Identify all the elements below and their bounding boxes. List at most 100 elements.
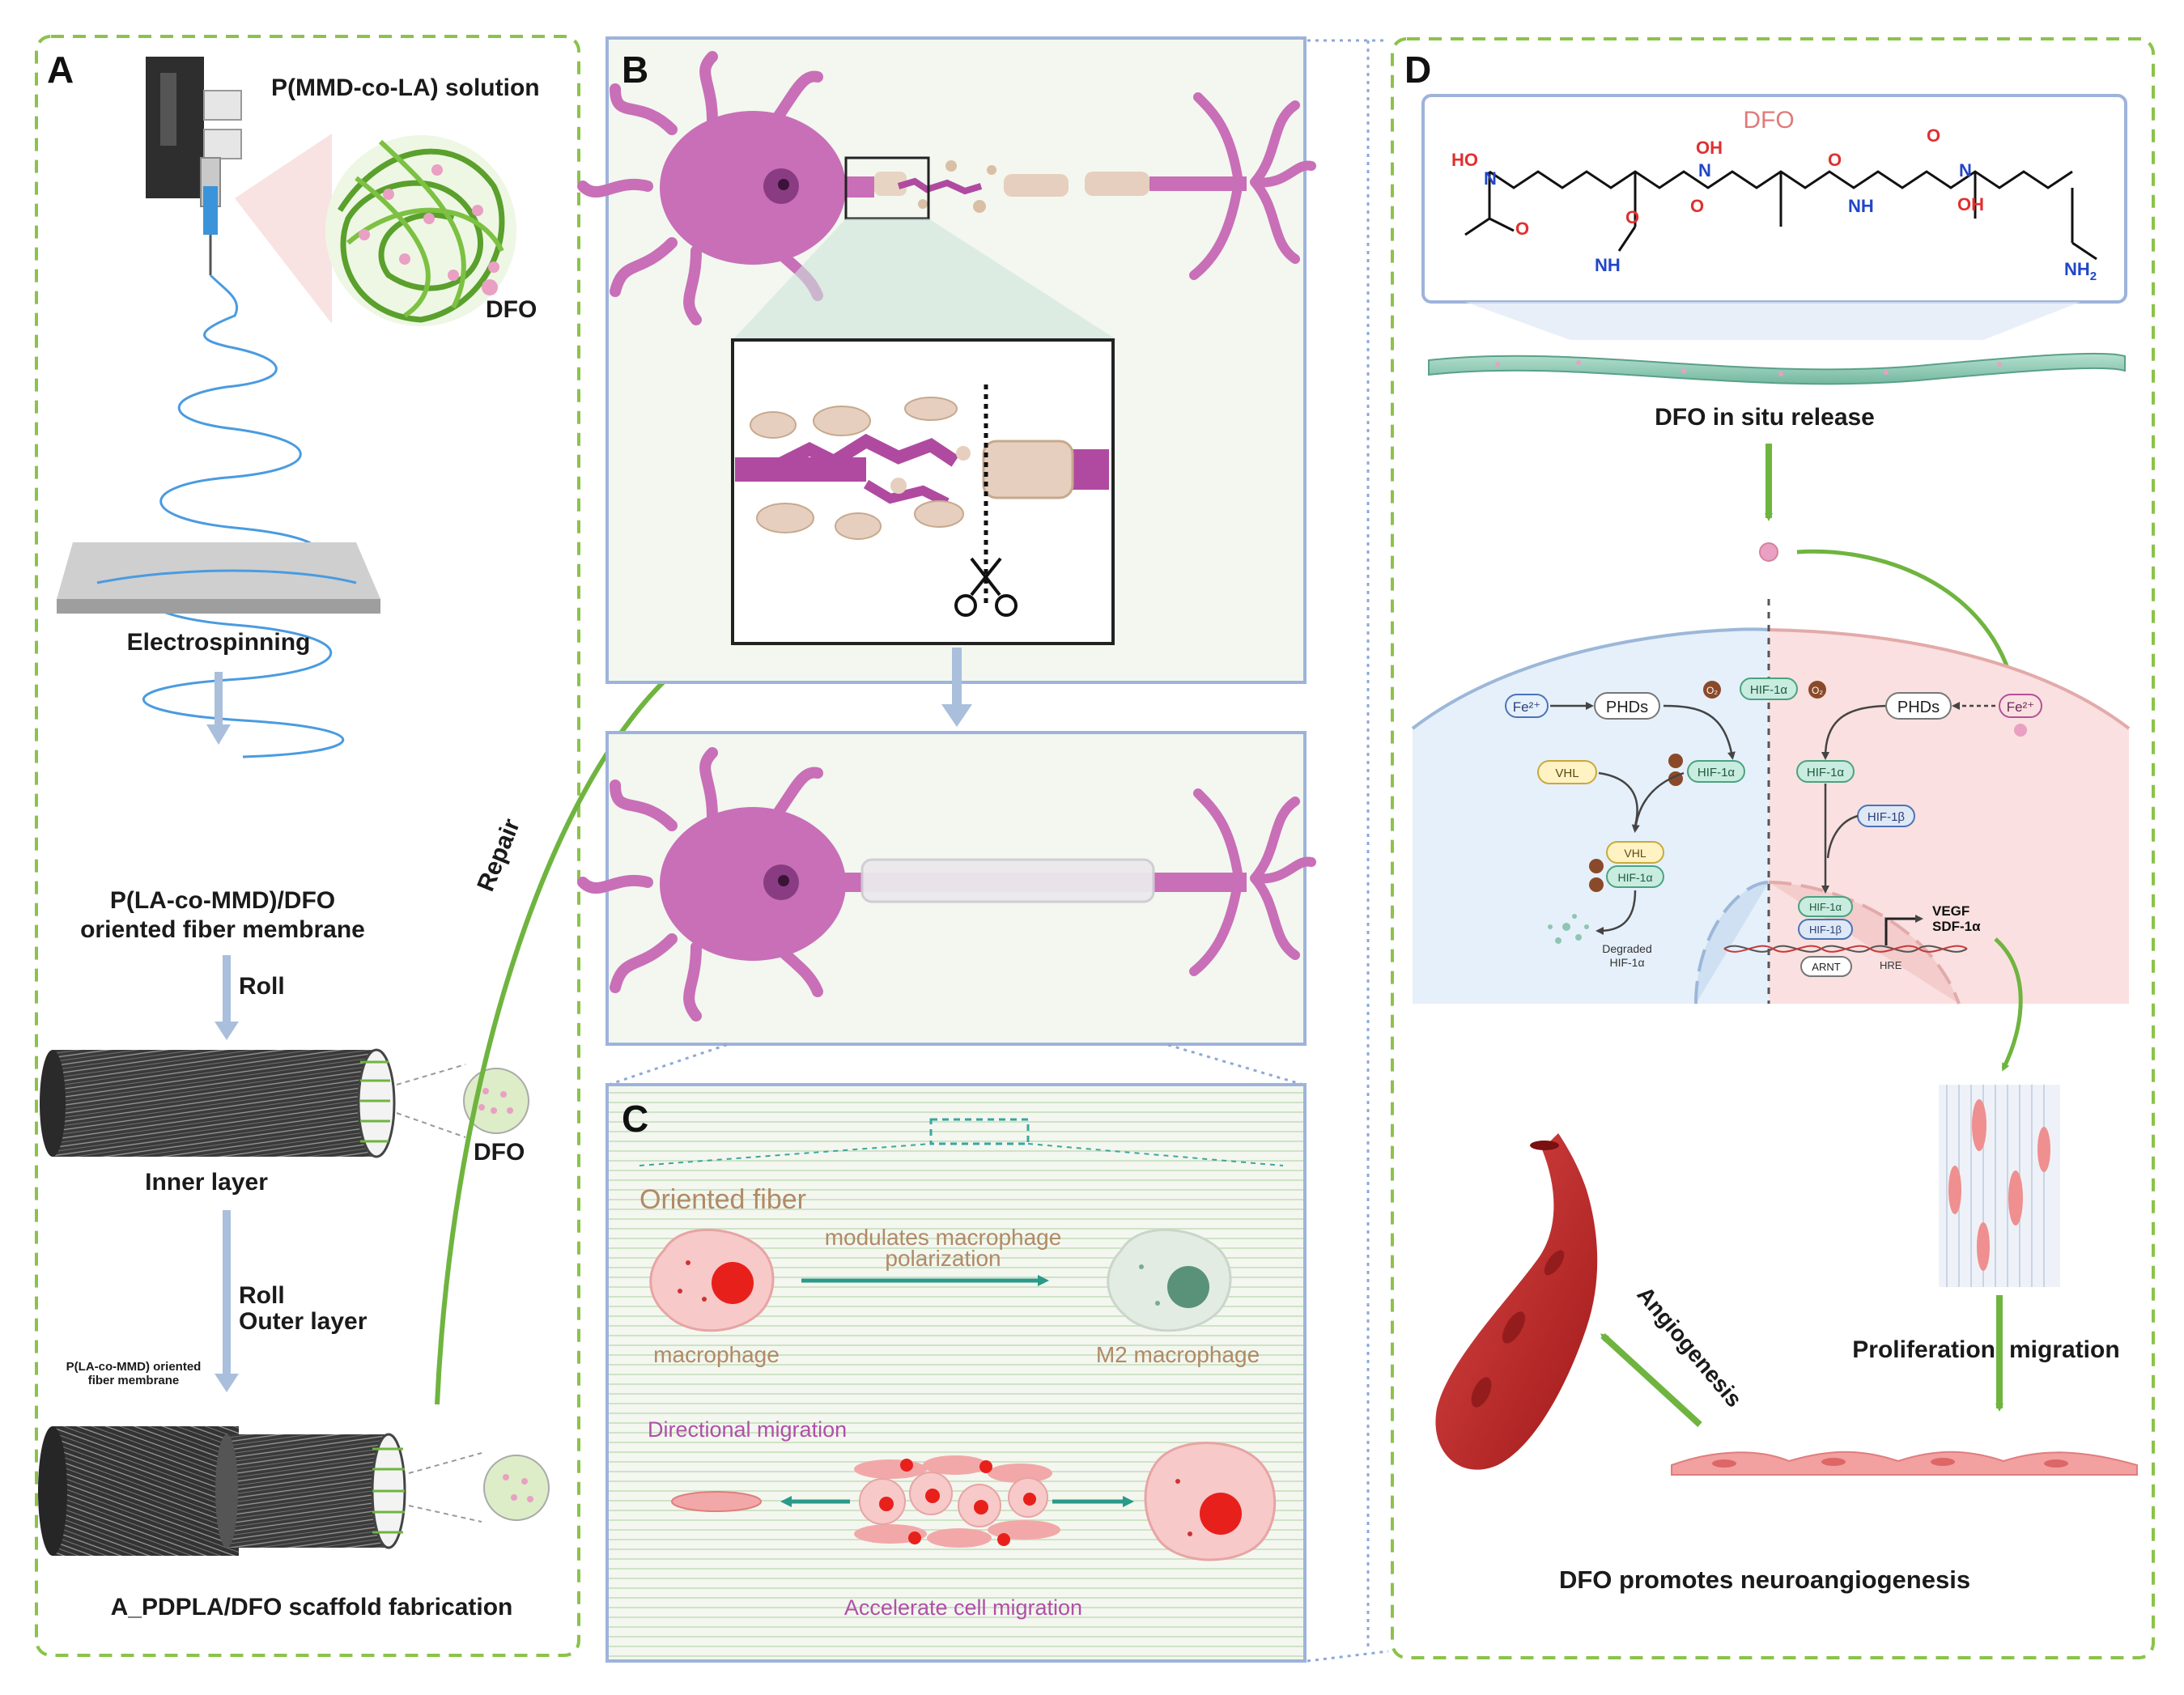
vhl-left: VHL — [1555, 767, 1579, 780]
m2-macrophage-label: M2 macrophage — [1096, 1342, 1260, 1367]
vhl-complex: VHL — [1624, 847, 1646, 860]
scaffold-detail-icon — [483, 1455, 550, 1521]
outer-membrane-label-2: fiber membrane — [88, 1374, 180, 1387]
structure-projection — [1465, 302, 2080, 340]
vhl-box — [1537, 760, 1597, 784]
dfo-fiber-icon — [1428, 352, 2126, 385]
macrophage-label: macrophage — [653, 1342, 780, 1367]
chem-nh-2: NH — [1848, 196, 1874, 216]
blood-vessel-icon — [1435, 1133, 1598, 1470]
hif1b-nuclear-box — [1798, 919, 1853, 940]
dfo-particle-icon — [482, 279, 498, 295]
scaffold-icon — [38, 1426, 406, 1556]
o2-left-icon — [1703, 681, 1721, 699]
modulates-label-1: modulates macrophage — [825, 1225, 1062, 1250]
chem-n-3: N — [1959, 160, 1972, 181]
oriented-cells-icon — [1939, 1085, 2060, 1287]
macrophage-icon — [649, 1228, 775, 1332]
hif1a-complex-box — [1606, 865, 1664, 888]
fe-right-box — [1999, 694, 2042, 718]
chem-o-5: O — [1927, 125, 1940, 146]
membrane-label-2: oriented fiber membrane — [80, 916, 365, 943]
dfo-structure-title: DFO — [1743, 107, 1794, 134]
oriented-fiber-label: Oriented fiber — [639, 1184, 806, 1215]
injured-neuron-icon — [577, 51, 1316, 325]
dfo-label-top: DFO — [486, 296, 537, 323]
vhl-complex-box — [1606, 841, 1664, 864]
chem-o-4: O — [1828, 150, 1842, 170]
scissors-icon — [954, 557, 1018, 617]
hre-label: HRE — [1880, 959, 1902, 971]
o2-right-icon — [1808, 681, 1826, 699]
oh-tag-1 — [1668, 754, 1683, 768]
endothelial-cells-icon — [1671, 1451, 2138, 1476]
chem-o-2: O — [1625, 207, 1639, 227]
proliferation-label: Proliferation — [1852, 1336, 1995, 1363]
chem-ho: HO — [1451, 150, 1478, 170]
arnt: ARNT — [1812, 961, 1840, 973]
fe-right: Fe²⁺ — [2007, 699, 2034, 715]
outer-membrane-label-1: P(LA-co-MMD) oriented — [66, 1360, 202, 1374]
hif1a-nuclear-box — [1798, 896, 1853, 917]
chem-oh-1: OH — [1696, 138, 1723, 158]
roll-label-2: Roll — [239, 1282, 285, 1309]
phds-right-box — [1885, 692, 1952, 720]
phds-left: PHDs — [1606, 699, 1648, 716]
panel-a: A P(MMD-co-LA) solution DFO — [35, 35, 580, 1657]
chem-nh2: NH2 — [2064, 259, 2097, 283]
degraded-label-1: Degraded — [1602, 942, 1652, 955]
hif1a-right: HIF-1α — [1807, 766, 1845, 780]
chem-o-3: O — [1690, 196, 1704, 216]
chem-n-2: N — [1698, 160, 1711, 181]
fiber-jet-icon — [142, 274, 345, 758]
hif1a-complex: HIF-1α — [1617, 871, 1652, 884]
panel-b-letter: B — [622, 49, 648, 91]
modulates-label-2: polarization — [885, 1246, 1001, 1271]
sdf-label: SDF-1α — [1932, 919, 1981, 934]
promotes-label: DFO promotes neuroangiogenesis — [1559, 1565, 1970, 1594]
expression-arrow — [1994, 937, 2023, 1072]
chem-o-1: O — [1515, 219, 1529, 239]
degraded-protein-icon — [1548, 914, 1589, 944]
degraded-label-2: HIF-1α — [1609, 956, 1644, 969]
panel-c: C Oriented fiber macrophage modulates ma… — [605, 1083, 1307, 1663]
polymer-solution-icon — [325, 135, 516, 326]
membrane-label-1: P(LA-co-MMD)/DFO — [110, 887, 335, 914]
in-situ-release-label: DFO in situ release — [1655, 404, 1875, 431]
electrospinning-label: Electrospinning — [127, 629, 311, 656]
hif1a-top-box — [1740, 678, 1798, 700]
injured-axon-zoom-icon — [735, 397, 1109, 540]
inner-layer-tube-icon — [40, 1048, 396, 1158]
chem-n-1: N — [1484, 168, 1497, 189]
cell-pathway-diagram — [1411, 599, 2131, 1005]
dfo-molecule-icon — [1759, 542, 1778, 562]
fe-left: Fe²⁺ — [1513, 699, 1540, 715]
transcription-arrow — [1884, 915, 1923, 945]
hif1b: HIF-1β — [1867, 810, 1906, 824]
dfo-chemical-structure — [1464, 170, 2097, 261]
dfo-label-mid: DFO — [474, 1139, 525, 1166]
panel-a-border — [35, 35, 580, 1657]
repaired-neuron-icon — [577, 747, 1316, 1022]
large-macrophage-icon — [1144, 1442, 1277, 1561]
panel-d: D DFO HO N O NH O O N OH NH O O N OH NH2 — [1391, 37, 2155, 1659]
panel-b: B — [577, 36, 1316, 1046]
roll-label-1: Roll — [239, 973, 285, 1000]
scaffold-label: A_PDPLA/DFO scaffold fabrication — [111, 1594, 513, 1621]
chem-nh-1: NH — [1595, 255, 1621, 275]
vegf-label: VEGF — [1932, 903, 1969, 919]
hif1b-nuclear: HIF-1β — [1809, 924, 1842, 936]
o2-right: O₂ — [1812, 685, 1823, 696]
panel-d-border — [1391, 37, 2155, 1659]
collector-plate-icon — [57, 542, 380, 614]
dna-helix-icon — [1723, 945, 1968, 953]
chem-oh-2: OH — [1957, 194, 1984, 215]
fe-left-box — [1505, 694, 1549, 718]
phds-right: PHDs — [1897, 699, 1940, 716]
inner-layer-label: Inner layer — [145, 1169, 268, 1196]
solution-label: P(MMD-co-LA) solution — [271, 74, 540, 101]
outer-layer-label: Outer layer — [239, 1308, 368, 1335]
zoom-projection — [733, 219, 1117, 340]
angiogenesis-arrow — [1600, 1333, 1702, 1427]
